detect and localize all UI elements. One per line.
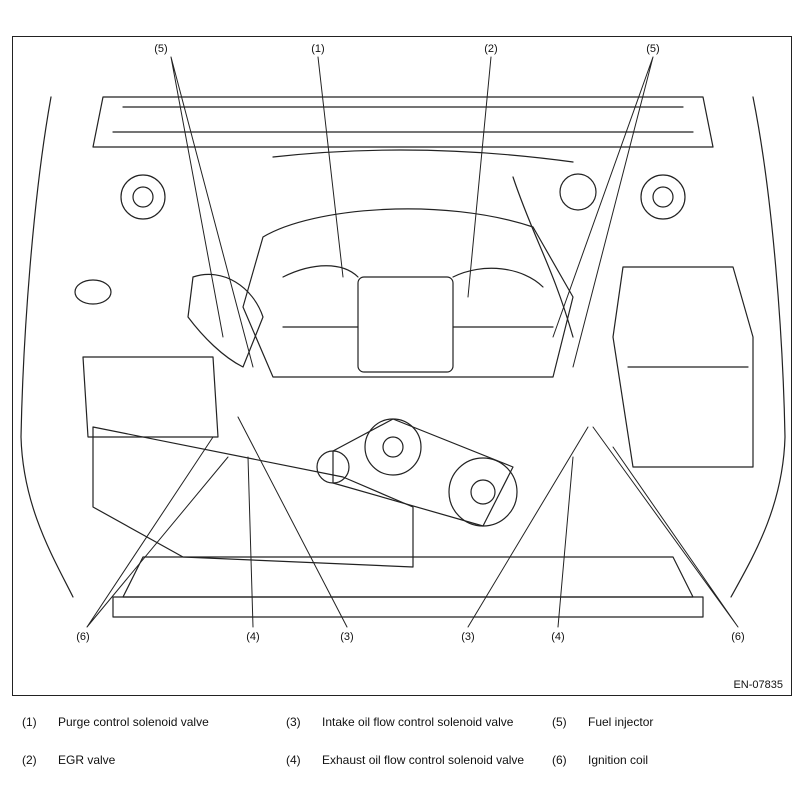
callout-3-left: (3) xyxy=(340,631,354,643)
air-cleaner-case xyxy=(92,426,414,568)
callout-2: (2) xyxy=(484,43,498,55)
callout-5-left: (5) xyxy=(154,43,168,55)
crank-pulley xyxy=(448,457,518,527)
crank-pulley-hub xyxy=(470,479,496,505)
alternator-pulley-hub xyxy=(382,436,404,458)
drive-belt xyxy=(332,418,514,527)
figure-id: EN-07835 xyxy=(733,679,783,691)
legend-num: (3) xyxy=(286,715,301,729)
legend-text: Ignition coil xyxy=(588,753,649,767)
callout-4-left: (4) xyxy=(246,631,260,643)
hose-upper xyxy=(272,149,574,163)
legend-num: (2) xyxy=(22,753,37,767)
right-strut-tower xyxy=(640,174,686,220)
legend-num: (6) xyxy=(552,753,567,767)
leader-6-left xyxy=(86,436,229,628)
legend-num: (1) xyxy=(22,715,37,729)
legend-num: (4) xyxy=(286,753,301,767)
callout-4-right: (4) xyxy=(551,631,565,643)
right-fender-outline xyxy=(730,96,786,598)
leader-3-left xyxy=(237,416,348,628)
leader-6-right xyxy=(592,426,739,628)
callout-3-right: (3) xyxy=(461,631,475,643)
left-fender-outline xyxy=(20,96,74,598)
callout-6-left: (6) xyxy=(76,631,90,643)
washer-tank-cap xyxy=(74,279,112,305)
legend-num: (5) xyxy=(552,715,567,729)
left-strut-tower-inner xyxy=(132,186,154,208)
intake-manifold xyxy=(242,208,574,378)
engine-bay-figure: (5) (1) (2) (5) (6) (4) (3) (3) (4) (6) … xyxy=(12,36,792,696)
legend-text: Purge control solenoid valve xyxy=(58,715,209,729)
hose-right xyxy=(512,176,574,338)
cowl-inner xyxy=(112,106,694,133)
leader-3-right xyxy=(467,426,589,628)
leader-4-left xyxy=(247,456,254,628)
coolant-reservoir xyxy=(82,356,219,438)
legend-text: EGR valve xyxy=(58,753,116,767)
legend-text: Fuel injector xyxy=(588,715,654,729)
callout-1: (1) xyxy=(311,43,325,55)
bumper-beam xyxy=(112,596,704,618)
right-strut-tower-inner xyxy=(652,186,674,208)
leader-2 xyxy=(467,56,492,298)
engine-bay-illustration xyxy=(20,56,786,628)
brake-reservoir xyxy=(559,173,597,211)
radiator-support xyxy=(122,556,694,598)
left-strut-tower xyxy=(120,174,166,220)
callout-6-right: (6) xyxy=(731,631,745,643)
callout-5-right: (5) xyxy=(646,43,660,55)
legend-text: Intake oil flow control solenoid valve xyxy=(322,715,514,729)
legend-text: Exhaust oil flow control solenoid valve xyxy=(322,753,525,767)
leader-1 xyxy=(317,56,344,278)
intake-runners xyxy=(282,265,554,328)
legend: (1) Purge control solenoid valve (2) EGR… xyxy=(0,706,804,790)
engine-cover xyxy=(357,276,454,373)
cowl-outline xyxy=(92,96,714,148)
leader-5-left xyxy=(170,56,254,368)
air-intake-duct xyxy=(187,273,264,368)
leader-4-right xyxy=(557,456,574,628)
leader-5-right xyxy=(552,56,654,368)
battery xyxy=(612,266,754,468)
leader-lines xyxy=(86,56,739,628)
